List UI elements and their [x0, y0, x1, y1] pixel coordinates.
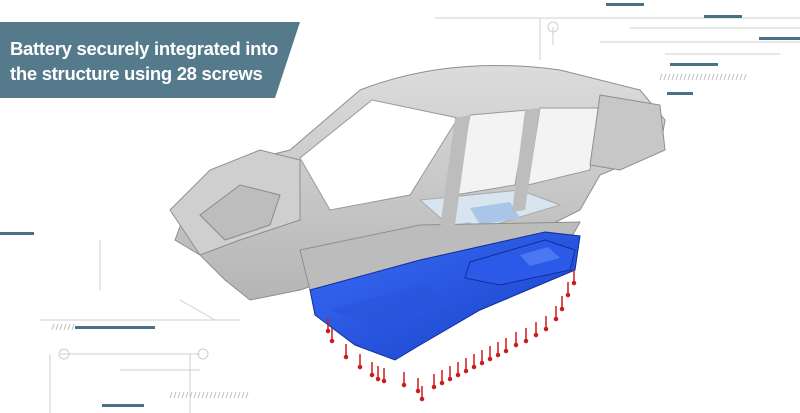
caption-line-2: the structure using 28 screws [10, 63, 263, 84]
caption-banner: Battery securely integrated into the str… [0, 22, 300, 98]
caption-line-1: Battery securely integrated into [10, 38, 278, 59]
battery-pack [309, 231, 581, 361]
banner-background [0, 22, 300, 98]
caption-text: Battery securely integrated into the str… [10, 36, 290, 86]
screw-markers [325, 270, 577, 402]
